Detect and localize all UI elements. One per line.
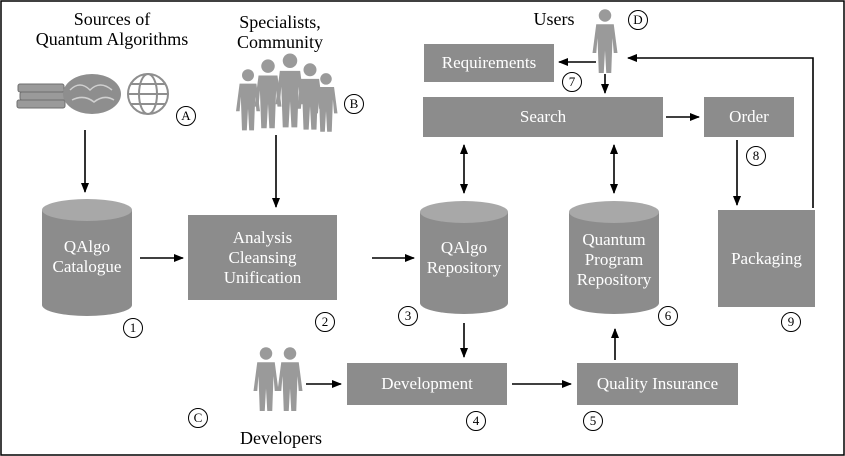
step-number-6: 6 [658,306,678,326]
search-box [423,97,663,137]
program-repository-label: Quantum Program Repository [576,230,652,289]
books-icon [16,83,67,109]
user-person-icon [592,9,618,73]
step-number-1: 1 [123,318,143,338]
users-title: Users [533,9,575,29]
repository-cylinder [420,201,508,314]
marker-c: C [188,408,208,428]
order-label: Order [729,107,769,126]
order-box [704,97,794,137]
step-number-3: 3 [398,306,418,326]
packaging-box [718,210,815,307]
analysis-label: Analysis Cleansing Unification [223,227,302,287]
step-number-2: 2 [315,312,335,332]
marker-a: A [176,106,196,126]
program-repository-cylinder [569,201,659,314]
flow-arrows [81,54,814,388]
step-number-5: 5 [583,411,603,431]
repository-label: QAlgo Repository [426,238,502,277]
developers-title: Developers [240,428,322,448]
analysis-box [188,215,337,300]
catalogue-label: QAlgo Catalogue [52,237,122,276]
quality-box [577,363,738,405]
catalogue-cylinder [42,199,132,316]
community-people-icon [236,53,338,132]
marker-b: B [344,94,364,114]
marker-d: D [628,10,648,30]
requirements-label: Requirements [441,53,537,72]
developers-people-icon [253,347,303,411]
step-number-9: 9 [781,312,801,332]
quality-label: Quality Insurance [596,374,719,393]
arrow-packaging-to-user [627,54,814,208]
step-number-7: 7 [562,72,582,92]
sources-title: Sources of Quantum Algorithms [35,9,189,49]
packaging-label: Packaging [731,248,802,268]
globe-icon [127,73,169,115]
specialists-title: Specialists, Community [236,12,323,52]
step-number-4: 4 [466,411,486,431]
brain-icon [63,74,121,114]
step-number-8: 8 [746,146,766,166]
development-box [347,363,507,405]
search-label: Search [519,107,567,126]
development-label: Development [381,374,473,393]
requirements-box [424,44,554,82]
